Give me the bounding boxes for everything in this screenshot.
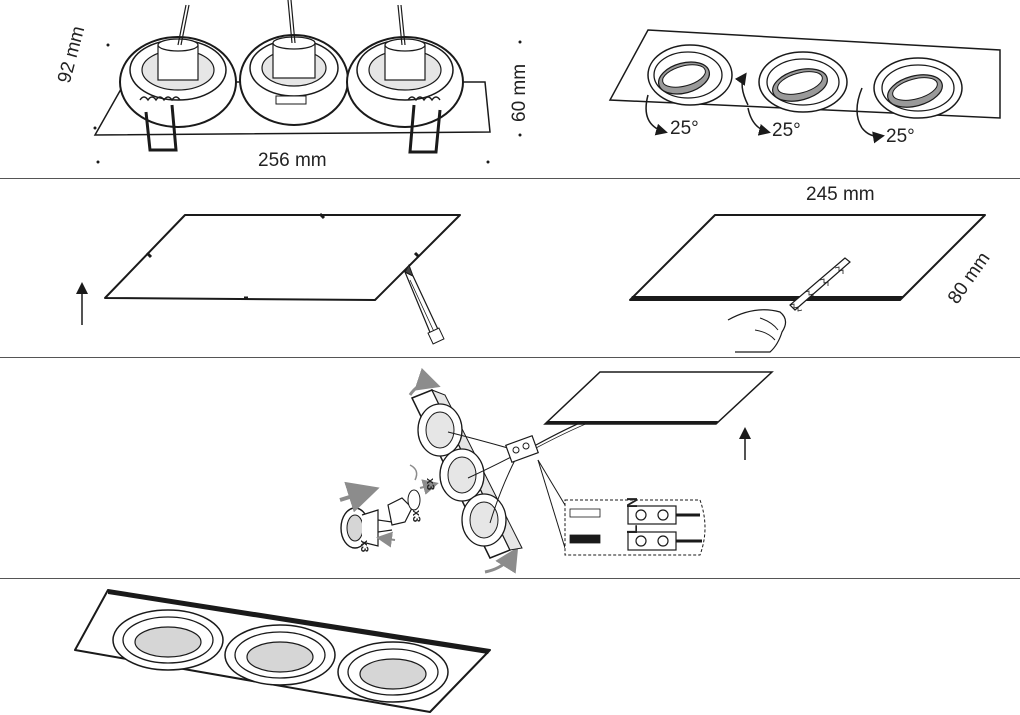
saw-icon (789, 257, 851, 312)
cut-hole-drawing (629, 214, 986, 353)
quantity-label-2: x3 (410, 510, 422, 523)
tilt-arrow-2b (747, 107, 771, 136)
fixture-ring-right (346, 4, 464, 128)
tilt-angle-label-2: 25° (772, 120, 801, 141)
tilt-ring-3 (873, 57, 963, 119)
section-divider-1 (0, 178, 1020, 179)
installed-ring-2 (224, 624, 336, 686)
fixture-dimension-drawing (93, 0, 522, 164)
tilt-arrow-3 (856, 87, 863, 129)
bulb-module-icon (340, 464, 421, 549)
tilt-ring-2 (758, 51, 848, 113)
terminal-block-icon (504, 434, 540, 464)
neutral-wire-label: N (624, 497, 641, 508)
section-divider-2 (0, 357, 1020, 358)
ceiling-panel (629, 214, 986, 301)
installed-fixture-drawing (74, 589, 491, 713)
installed-ring-3 (337, 641, 449, 703)
ceiling-panel-wired (543, 371, 774, 425)
quantity-label-3: x3 (424, 478, 436, 491)
tilt-view-drawing (608, 29, 1001, 144)
tilt-arrow-3b (861, 127, 885, 144)
fixture-ring-middle (239, 0, 349, 126)
quantity-label-1: x3 (358, 540, 370, 553)
hand-icon (727, 309, 787, 353)
width-dimension-label: 256 mm (258, 150, 327, 171)
mark-cutout-drawing (76, 212, 461, 345)
spring-clip-right (407, 96, 442, 154)
tilt-ring-1 (647, 44, 733, 106)
tilt-arrow-2 (734, 72, 749, 106)
cutout-width-label: 245 mm (806, 184, 875, 205)
wiring-detail-box (564, 499, 706, 556)
live-wire-label: L (624, 524, 641, 534)
template-sheet (104, 214, 461, 301)
installed-ring-1 (112, 609, 224, 671)
pencil-icon (403, 263, 445, 345)
push-arrow-icon (339, 481, 380, 513)
tilt-arrow-1 (645, 94, 668, 136)
tilt-angle-label-3: 25° (886, 126, 915, 147)
spring-clip-left (139, 96, 181, 152)
assembly-drawing (339, 367, 774, 574)
section-divider-3 (0, 578, 1020, 579)
depth-dimension-label: 60 mm (509, 63, 530, 122)
tilt-angle-label-1: 25° (670, 118, 699, 139)
fixture-ring-left (119, 4, 237, 128)
